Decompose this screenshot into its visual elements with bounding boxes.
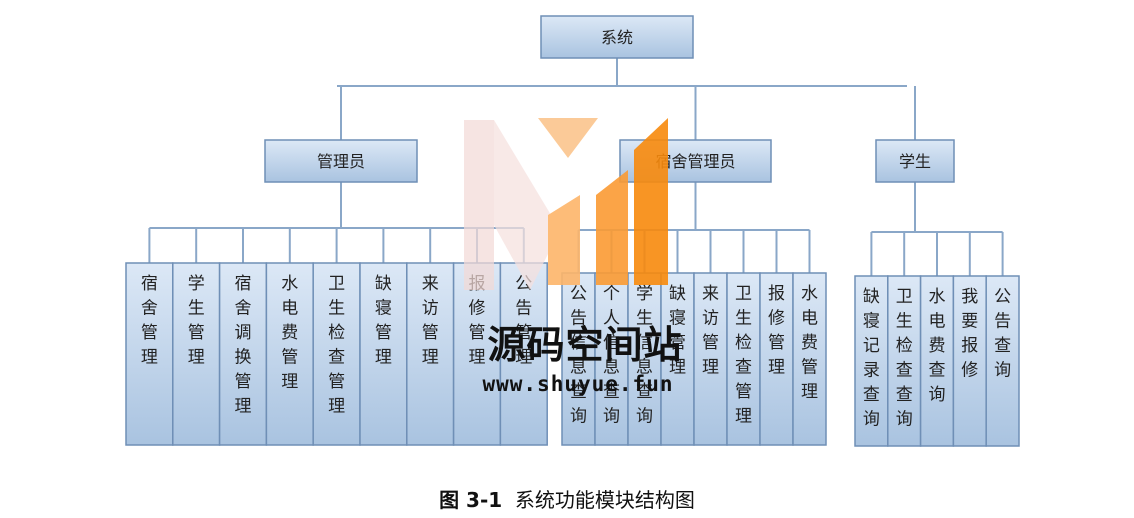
role-0-box: 管理员	[264, 139, 418, 183]
role-1-func-3-box: 缺寝管理	[660, 272, 695, 446]
role-2-func-1-box: 卫生检查查询	[887, 275, 922, 447]
role-0-func-4-box-label: 卫生检查管理	[328, 274, 345, 417]
role-1-func-3-box-label: 缺寝管理	[669, 284, 686, 378]
role-1-func-7-box-rect	[792, 272, 827, 446]
role-1-func-1-box-label: 个人信息查询	[603, 284, 620, 427]
role-0-func-4-box: 卫生检查管理	[312, 262, 361, 446]
role-1-func-5-box-label: 卫生检查管理	[735, 284, 752, 427]
role-2-func-1-box-label: 卫生检查查询	[896, 287, 913, 430]
role-0-func-8-box: 公告管理	[499, 262, 548, 446]
role-1-func-1-box: 个人信息查询	[594, 272, 629, 446]
role-1-func-6-box-label: 报修管理	[768, 284, 785, 378]
role-0-func-2-box-label: 宿舍调换管理	[235, 274, 252, 417]
role-0-func-1-box: 学生管理	[172, 262, 221, 446]
watermark-title: 源码空间站	[487, 323, 683, 367]
role-0-func-0-box-rect	[125, 262, 174, 446]
role-0-func-2-box-rect	[218, 262, 268, 446]
role-1-func-2-box-rect	[627, 272, 662, 446]
role-1-func-5-box-rect	[726, 272, 761, 446]
role-0-func-0-box-label: 宿舍管理	[141, 274, 158, 368]
function-structure-diagram: 系统管理员宿舍管理学生管理宿舍调换管理水电费管理卫生检查管理缺寝管理来访管理报修…	[125, 15, 1020, 447]
role-1-func-4-box-label: 来访管理	[702, 284, 719, 378]
role-0-func-6-box: 来访管理	[406, 262, 455, 446]
role-0-func-5-box: 缺寝管理	[359, 262, 408, 446]
role-0-func-3-box: 水电费管理	[265, 262, 314, 446]
role-2-func-3-box: 我要报修	[952, 275, 987, 447]
role-2-func-3-box-rect	[952, 275, 987, 447]
role-2-func-0-box: 缺寝记录查询	[854, 275, 889, 447]
role-1-func-7-box-label: 水电费管理	[801, 284, 818, 402]
role-2-func-3-box-label: 我要报修	[961, 287, 978, 381]
role-2-func-0-box-label: 缺寝记录查询	[863, 287, 880, 430]
role-1-func-0-box-label: 公告信息查询	[570, 284, 587, 427]
role-1-func-3-box-rect	[660, 272, 695, 446]
role-2-func-2-box-rect	[919, 275, 955, 447]
role-2-box-rect	[875, 139, 955, 183]
role-2-func-1-box-rect	[887, 275, 922, 447]
role-1-func-6-box: 报修管理	[759, 272, 794, 446]
watermark-logo	[464, 118, 668, 290]
role-2-func-0-box-rect	[854, 275, 889, 447]
role-1-func-2-box-label: 学生信息查询	[636, 284, 653, 427]
role-2-box: 学生	[875, 139, 955, 183]
role-1-func-5-box: 卫生检查管理	[726, 272, 761, 446]
role-1-box-label: 宿舍管理员	[655, 152, 735, 171]
role-1-func-4-box-rect	[693, 272, 728, 446]
role-0-func-6-box-label: 来访管理	[422, 274, 439, 368]
role-0-func-3-box-rect	[265, 262, 314, 446]
role-2-func-4-box-label: 公告查询	[994, 287, 1011, 381]
figure-caption: 图 3-1 系统功能模块结构图	[0, 484, 1134, 513]
root-system-box-rect	[540, 15, 694, 59]
role-0-func-3-box-label: 水电费管理	[281, 274, 298, 392]
role-2-func-2-box: 水电费查询	[919, 275, 955, 447]
role-2-func-2-box-label: 水电费查询	[929, 287, 946, 405]
role-1-func-2-box: 学生信息查询	[627, 272, 662, 446]
role-1-func-7-box: 水电费管理	[792, 272, 827, 446]
role-2-box-label: 学生	[899, 152, 931, 171]
role-0-func-0-box: 宿舍管理	[125, 262, 174, 446]
role-0-func-8-box-rect	[499, 262, 548, 446]
role-1-func-6-box-rect	[759, 272, 794, 446]
role-0-func-6-box-rect	[406, 262, 455, 446]
role-0-box-rect	[264, 139, 418, 183]
role-0-box-label: 管理员	[317, 152, 365, 171]
role-2-func-4-box-rect	[985, 275, 1020, 447]
root-system-box: 系统	[540, 15, 694, 59]
figure-title: 系统功能模块结构图	[514, 488, 695, 512]
role-0-func-2-box: 宿舍调换管理	[218, 262, 268, 446]
role-0-func-5-box-rect	[359, 262, 408, 446]
role-2-func-4-box: 公告查询	[985, 275, 1020, 447]
root-system-box-label: 系统	[601, 28, 633, 47]
role-1-func-0-box: 公告信息查询	[561, 272, 596, 446]
role-0-func-4-box-rect	[312, 262, 361, 446]
role-0-func-5-box-label: 缺寝管理	[375, 274, 392, 368]
role-1-func-4-box: 来访管理	[693, 272, 728, 446]
role-0-func-1-box-label: 学生管理	[188, 274, 205, 368]
figure-number: 图 3-1	[439, 488, 503, 512]
watermark-url: www.shuyue.fun	[482, 372, 674, 396]
